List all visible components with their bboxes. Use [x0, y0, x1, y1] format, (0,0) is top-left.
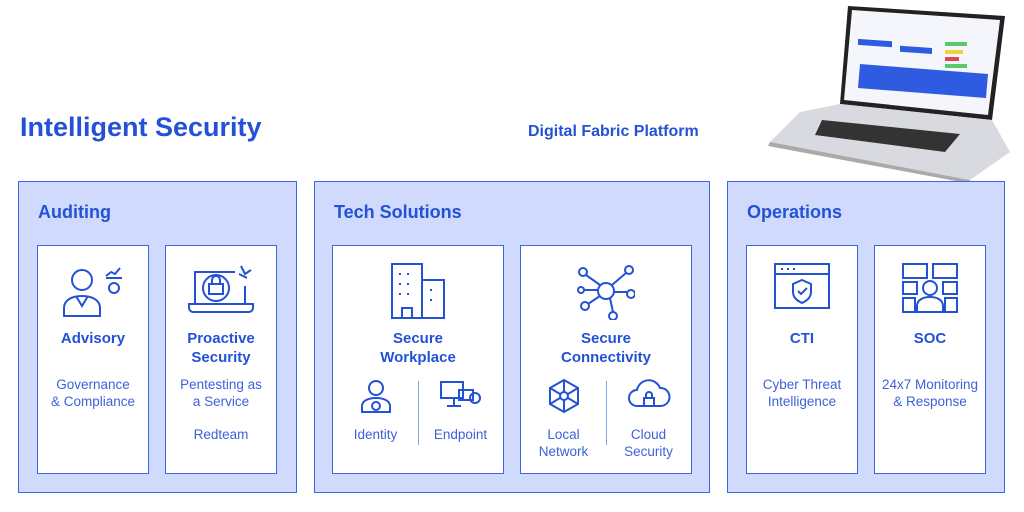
panel-title: Auditing: [38, 202, 111, 222]
panel-title: Operations: [747, 202, 843, 222]
card-desc: Governance& Compliance: [50, 377, 136, 409]
browser-shield-icon: [774, 263, 830, 309]
card-desc: 24x7 Monitoring& Response: [881, 377, 979, 409]
sub-label: Identity: [353, 427, 398, 442]
building-icon: [391, 263, 445, 319]
card-title: CTI: [789, 330, 815, 347]
advisor-icon: [63, 267, 122, 317]
divider: [418, 381, 419, 445]
network-hub-icon: [577, 265, 635, 320]
endpoint-item[interactable]: Endpoint: [418, 378, 503, 443]
advisory-card[interactable]: Advisory Governance& Compliance: [37, 245, 149, 474]
soc-operator-icon: [902, 263, 958, 313]
divider: [606, 381, 607, 445]
panel-title: Tech Solutions: [334, 202, 462, 222]
soc-card[interactable]: SOC 24x7 Monitoring& Response: [874, 245, 986, 474]
cloud-lock-icon: [627, 379, 670, 407]
endpoint-icon: [439, 381, 481, 407]
page-title: Intelligent Security: [20, 112, 262, 142]
auditing-panel: Auditing Advisory Governance& Compliance…: [18, 181, 297, 493]
card-extra: Redteam: [193, 427, 249, 442]
identity-item[interactable]: Identity: [333, 378, 418, 443]
local-network-icon: [548, 378, 579, 414]
sub-label: Endpoint: [433, 427, 488, 442]
laptop-image: [768, 6, 1010, 182]
card-title: SOC: [913, 330, 947, 347]
identity-icon: [360, 380, 391, 413]
card-title: Advisory: [60, 330, 126, 347]
platform-label: Digital Fabric Platform: [528, 123, 699, 140]
laptop-lock-bug-icon: [188, 265, 254, 313]
